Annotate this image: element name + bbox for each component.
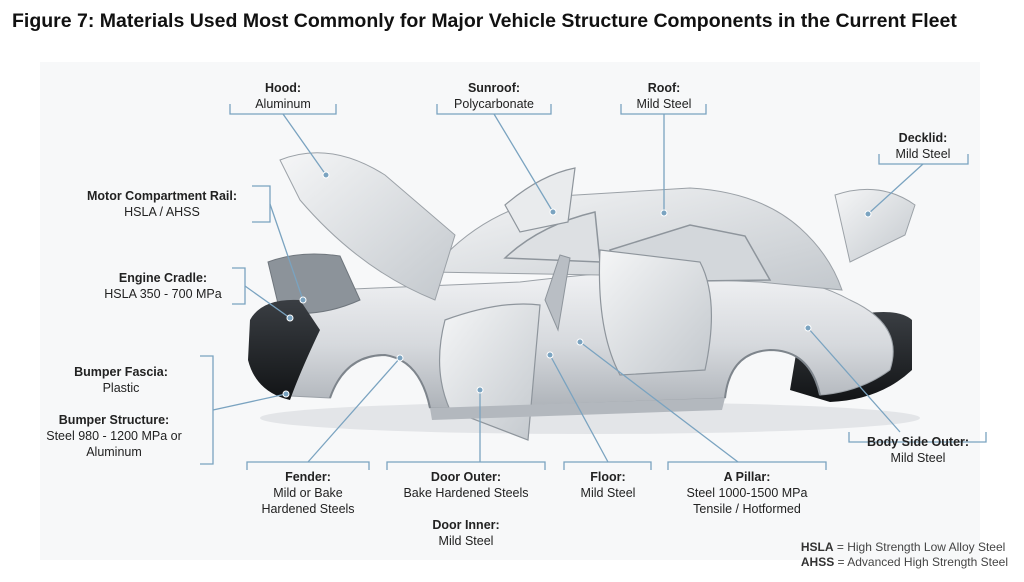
- body-side-bracket: [848, 432, 987, 443]
- floor-material: Mild Steel: [580, 486, 636, 500]
- a-pillar-name: A Pillar:: [723, 470, 771, 484]
- footnote-hsla: HSLA = High Strength Low Alloy Steel: [801, 540, 1008, 555]
- door-inner-name: Door Inner:: [432, 518, 500, 532]
- figure-title: Figure 7: Materials Used Most Commonly f…: [12, 10, 957, 32]
- sunroof-name: Sunroof:: [467, 81, 521, 95]
- window-frame-front: [503, 211, 601, 263]
- bumper-fascia-name: Bumper Fascia:: [74, 365, 168, 379]
- footnote-hsla-abbr: HSLA: [800, 540, 834, 554]
- engine-cradle-material: HSLA 350 - 700 MPa: [104, 287, 222, 301]
- decklid-bracket: [878, 154, 969, 165]
- fender-name: Fender:: [285, 470, 331, 484]
- a-pillar-material-2: Tensile / Hotformed: [693, 502, 801, 516]
- hood-name: Hood:: [264, 81, 302, 95]
- bumper-structure-material-2: Aluminum: [86, 445, 142, 459]
- open-door-rear: [598, 249, 713, 376]
- open-decklid: [834, 188, 916, 263]
- sunroof-panel: [504, 167, 576, 233]
- body-side-leader: [807, 327, 901, 433]
- label-bumper-fascia: Bumper Fascia: Plastic: [56, 364, 186, 396]
- door-outer-bracket: [386, 461, 546, 470]
- roof-name: Roof:: [647, 81, 681, 95]
- motor-rail-leader: [269, 203, 304, 301]
- footnote-ahss: AHSS = Advanced High Strength Steel: [801, 555, 1008, 570]
- label-hood: Hood: Aluminum: [228, 80, 338, 112]
- car-illustration: [248, 152, 920, 441]
- label-door-inner: Door Inner: Mild Steel: [404, 517, 528, 549]
- fender-leader: [307, 357, 401, 463]
- label-roof: Roof: Mild Steel: [614, 80, 714, 112]
- sunroof-leader: [493, 113, 554, 213]
- door-outer-material: Bake Hardened Steels: [403, 486, 529, 500]
- floor-name: Floor:: [590, 470, 626, 484]
- bumper-structure-material-1: Steel 980 - 1200 MPa or: [46, 429, 182, 443]
- label-bumper-structure: Bumper Structure: Steel 980 - 1200 MPa o…: [32, 412, 196, 460]
- body-side-outer-material: Mild Steel: [890, 451, 946, 465]
- label-door-outer: Door Outer: Bake Hardened Steels: [384, 469, 548, 501]
- sunroof-marker: [549, 208, 557, 216]
- abbreviation-footnote: HSLA = High Strength Low Alloy Steel AHS…: [801, 540, 1008, 570]
- label-decklid: Decklid: Mild Steel: [874, 130, 972, 162]
- a-pillar: [544, 254, 571, 332]
- wheel-arch-rear: [724, 348, 821, 399]
- sunroof-material: Polycarbonate: [454, 97, 534, 111]
- label-sunroof: Sunroof: Polycarbonate: [432, 80, 556, 112]
- front-bumper: [248, 299, 320, 400]
- engine-cradle-leader: [244, 285, 291, 319]
- ground-shadow: [260, 402, 920, 434]
- engine-cradle-marker: [286, 314, 294, 322]
- footnote-ahss-abbr: AHSS: [800, 555, 835, 569]
- label-engine-cradle: Engine Cradle: HSLA 350 - 700 MPa: [96, 270, 230, 302]
- label-motor-compartment-rail: Motor Compartment Rail: HSLA / AHSS: [76, 188, 248, 220]
- motor-rail-name: Motor Compartment Rail:: [87, 189, 237, 203]
- a-pillar-material-1: Steel 1000-1500 MPa: [686, 486, 808, 500]
- a-pillar-marker: [576, 338, 584, 346]
- bumper-structure-name: Bumper Structure:: [58, 413, 170, 427]
- bumper-leader: [212, 393, 287, 411]
- label-body-side-outer: Body Side Outer: Mild Steel: [846, 434, 990, 466]
- footnote-ahss-text: = Advanced High Strength Steel: [837, 555, 1008, 569]
- label-floor: Floor: Mild Steel: [562, 469, 654, 501]
- bumper-fascia-material: Plastic: [102, 381, 140, 395]
- leader-lines: [200, 104, 987, 470]
- door-outer-marker: [476, 386, 484, 394]
- footnote-hsla-text: = High Strength Low Alloy Steel: [836, 540, 1006, 554]
- decklid-name: Decklid:: [898, 131, 948, 145]
- label-a-pillar: A Pillar: Steel 1000-1500 MPa Tensile / …: [664, 469, 830, 517]
- roof-material: Mild Steel: [636, 97, 692, 111]
- a-pillar-leader: [579, 341, 739, 463]
- body-side-marker: [804, 324, 812, 332]
- floor-leader: [549, 354, 609, 463]
- a-pillar-bracket: [667, 461, 827, 470]
- motor-rail-marker: [299, 296, 307, 304]
- decklid-material: Mild Steel: [895, 147, 951, 161]
- engine-cradle-name: Engine Cradle:: [118, 271, 208, 285]
- fender-marker: [396, 354, 404, 362]
- bumper-marker: [282, 390, 290, 398]
- hood-material: Aluminum: [255, 97, 311, 111]
- label-fender: Fender: Mild or Bake Hardened Steels: [245, 469, 371, 517]
- body-side-outer-name: Body Side Outer:: [866, 435, 970, 449]
- hood-leader: [282, 113, 327, 176]
- roof-marker: [660, 209, 668, 217]
- door-inner-material: Mild Steel: [438, 534, 494, 548]
- fender-material-2: Hardened Steels: [261, 502, 355, 516]
- wheel-arch-front: [329, 353, 431, 409]
- decklid-leader: [867, 163, 924, 215]
- decklid-marker: [864, 210, 872, 218]
- motor-rail-material: HSLA / AHSS: [124, 205, 200, 219]
- hood-marker: [322, 171, 330, 179]
- floor-marker: [546, 351, 554, 359]
- fender-material-1: Mild or Bake: [273, 486, 343, 500]
- open-hood: [279, 152, 456, 301]
- door-outer-name: Door Outer:: [430, 470, 502, 484]
- floor-rocker: [430, 398, 725, 420]
